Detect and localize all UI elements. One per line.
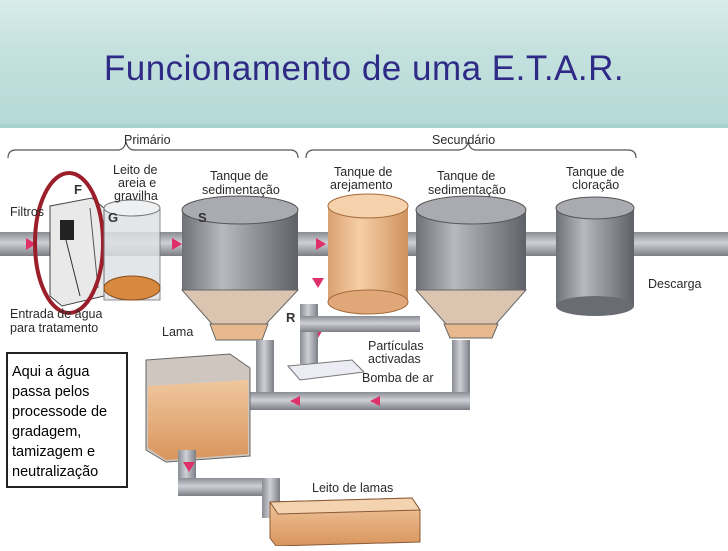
secondary-sed-tank [416,196,526,338]
label-inlet-a: Entrada de água [10,308,102,321]
activated-pipe-horizontal [300,316,420,332]
label-chlorination-b: cloração [572,179,619,192]
activated-pipe [300,304,318,364]
label-discharge: Descarga [648,278,702,291]
slide-title: Funcionamento de uma E.T.A.R. [0,49,728,89]
label-sed-tank-2-b: sedimentação [428,184,506,197]
stage-primary: Primário [124,134,171,147]
aeration-tank [328,194,408,314]
letter-g: G [108,210,118,225]
label-sed-tank-1-b: sedimentação [202,184,280,197]
label-inlet-b: para tratamento [10,322,98,335]
label-air-pump: Bomba de ar [362,372,434,385]
sludge-holding-box [146,354,250,462]
label-filters: Filtros [10,206,44,219]
label-sed-tank-2-a: Tanque de [437,170,495,183]
label-activated-b: activadas [368,353,421,366]
sludge-bed [270,498,420,546]
letter-f: F [74,182,82,197]
label-sludge-bed: Leito de lamas [312,482,393,495]
air-pump [288,360,364,380]
chlorination-tank [556,197,634,316]
label-sed-tank-1-a: Tanque de [210,170,268,183]
label-sludge: Lama [162,326,193,339]
letter-s: S [198,210,207,225]
callout-box: Aqui a água passa pelos processode de gr… [6,352,128,488]
return-pipe-horizontal [240,392,470,410]
letter-r: R [286,310,295,325]
label-aeration-b: arejamento [330,179,393,192]
label-grit-bed-3: gravilha [114,190,158,203]
stage-secondary: Secundário [432,134,495,147]
